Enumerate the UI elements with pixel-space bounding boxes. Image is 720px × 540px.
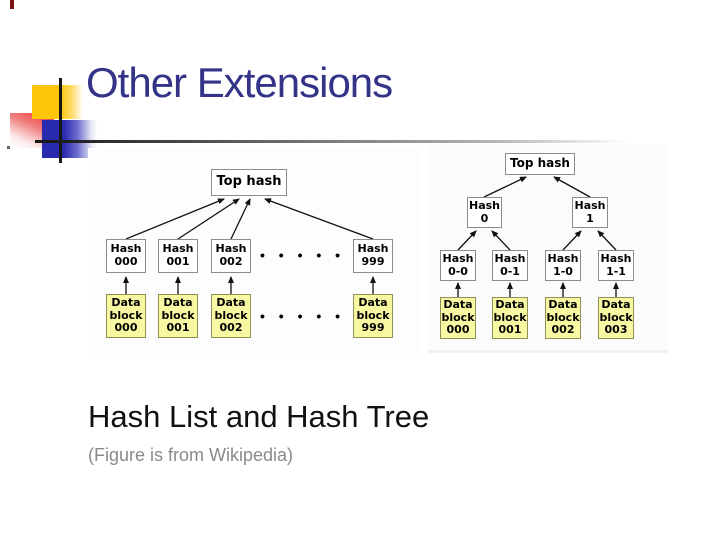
figure-source-note: (Figure is from Wikipedia) — [88, 445, 294, 465]
block-line: block — [356, 308, 390, 322]
decor-vertical-line — [59, 78, 62, 163]
node-line: Hash — [215, 242, 247, 256]
hash-node-box: Hash 0 — [467, 197, 502, 228]
hash-node-box: Hash 999 — [353, 239, 393, 273]
block-line: 002 — [551, 323, 575, 337]
data-row-ellipsis: • • • • • — [260, 308, 346, 324]
node-line: Hash — [357, 242, 389, 256]
block-line: Data — [548, 298, 578, 312]
block-line: block — [546, 310, 580, 324]
top-hash-box: Top hash — [505, 153, 575, 175]
top-hash-box: Top hash — [211, 169, 287, 196]
data-block-box: Data block 003 — [598, 297, 634, 339]
node-line: 999 — [361, 255, 385, 268]
top-hash-label: Top hash — [216, 174, 282, 190]
node-line: Hash — [547, 251, 579, 265]
hash-tree-arrows — [455, 176, 619, 297]
hash-node-box: Hash 0-1 — [492, 250, 528, 281]
block-line: 999 — [361, 321, 385, 335]
block-line: Data — [216, 296, 246, 310]
block-line: 003 — [604, 323, 628, 337]
data-block-box: Data block 999 — [353, 294, 393, 338]
data-block-box: Data block 002 — [545, 297, 581, 339]
node-line: Hash — [162, 242, 194, 256]
node-line: 002 — [219, 255, 243, 268]
block-line: 002 — [219, 321, 243, 335]
block-line: block — [214, 308, 248, 322]
hash-list-arrows — [123, 198, 376, 294]
node-line: 0-1 — [500, 264, 520, 278]
title-underline — [35, 140, 647, 143]
node-line: 1-1 — [606, 264, 626, 278]
hash-node-box: Hash 001 — [158, 239, 198, 273]
block-line: block — [599, 310, 633, 324]
block-line: 001 — [166, 321, 190, 335]
node-line: 000 — [114, 255, 138, 268]
decor-blue-square — [42, 120, 97, 158]
block-line: block — [161, 308, 195, 322]
decor-yellow-square — [32, 85, 84, 119]
hash-node-box: Hash 000 — [106, 239, 146, 273]
hash-tree-figure: Top hash Hash 0 Hash 1 Hash 0-0 Hash 0-1… — [428, 145, 668, 350]
block-line: Data — [601, 298, 631, 312]
block-line: Data — [111, 296, 141, 310]
node-line: 1-0 — [553, 264, 573, 278]
block-line: block — [441, 310, 475, 324]
data-block-box: Data block 000 — [106, 294, 146, 338]
node-line: 1 — [586, 211, 594, 225]
block-line: block — [109, 308, 143, 322]
hash-node-box: Hash 0-0 — [440, 250, 476, 281]
node-line: Hash — [494, 251, 526, 265]
data-block-box: Data block 001 — [492, 297, 528, 339]
top-edge-red-tick — [10, 0, 14, 9]
node-line: 0-0 — [448, 264, 468, 278]
hash-row-ellipsis: • • • • • — [260, 247, 346, 263]
data-block-box: Data block 000 — [440, 297, 476, 339]
node-line: Hash — [442, 251, 474, 265]
hash-node-box: Hash 002 — [211, 239, 251, 273]
block-line: block — [493, 310, 527, 324]
slide-title: Other Extensions — [86, 59, 393, 106]
block-line: Data — [443, 298, 473, 312]
hash-node-box: Hash 1 — [572, 197, 608, 228]
hash-node-box: Hash 1-1 — [598, 250, 634, 281]
block-line: Data — [358, 296, 388, 310]
top-hash-label: Top hash — [510, 156, 570, 171]
node-line: Hash — [574, 198, 606, 212]
block-line: Data — [495, 298, 525, 312]
left-margin-speck — [7, 146, 10, 149]
figure-caption: Hash List and Hash Tree — [88, 399, 430, 434]
block-line: 000 — [446, 323, 470, 337]
node-line: Hash — [468, 198, 500, 212]
block-line: 000 — [114, 321, 138, 335]
node-line: 001 — [166, 255, 190, 268]
node-line: 0 — [480, 211, 489, 225]
hash-list-figure: Top hash Hash 000 Hash 001 Hash 002 Hash… — [88, 148, 420, 358]
hash-node-box: Hash 1-0 — [545, 250, 581, 281]
block-line: 001 — [498, 323, 522, 337]
block-line: Data — [163, 296, 193, 310]
data-block-box: Data block 002 — [211, 294, 251, 338]
node-line: Hash — [600, 251, 632, 265]
data-block-box: Data block 001 — [158, 294, 198, 338]
node-line: Hash — [110, 242, 142, 256]
